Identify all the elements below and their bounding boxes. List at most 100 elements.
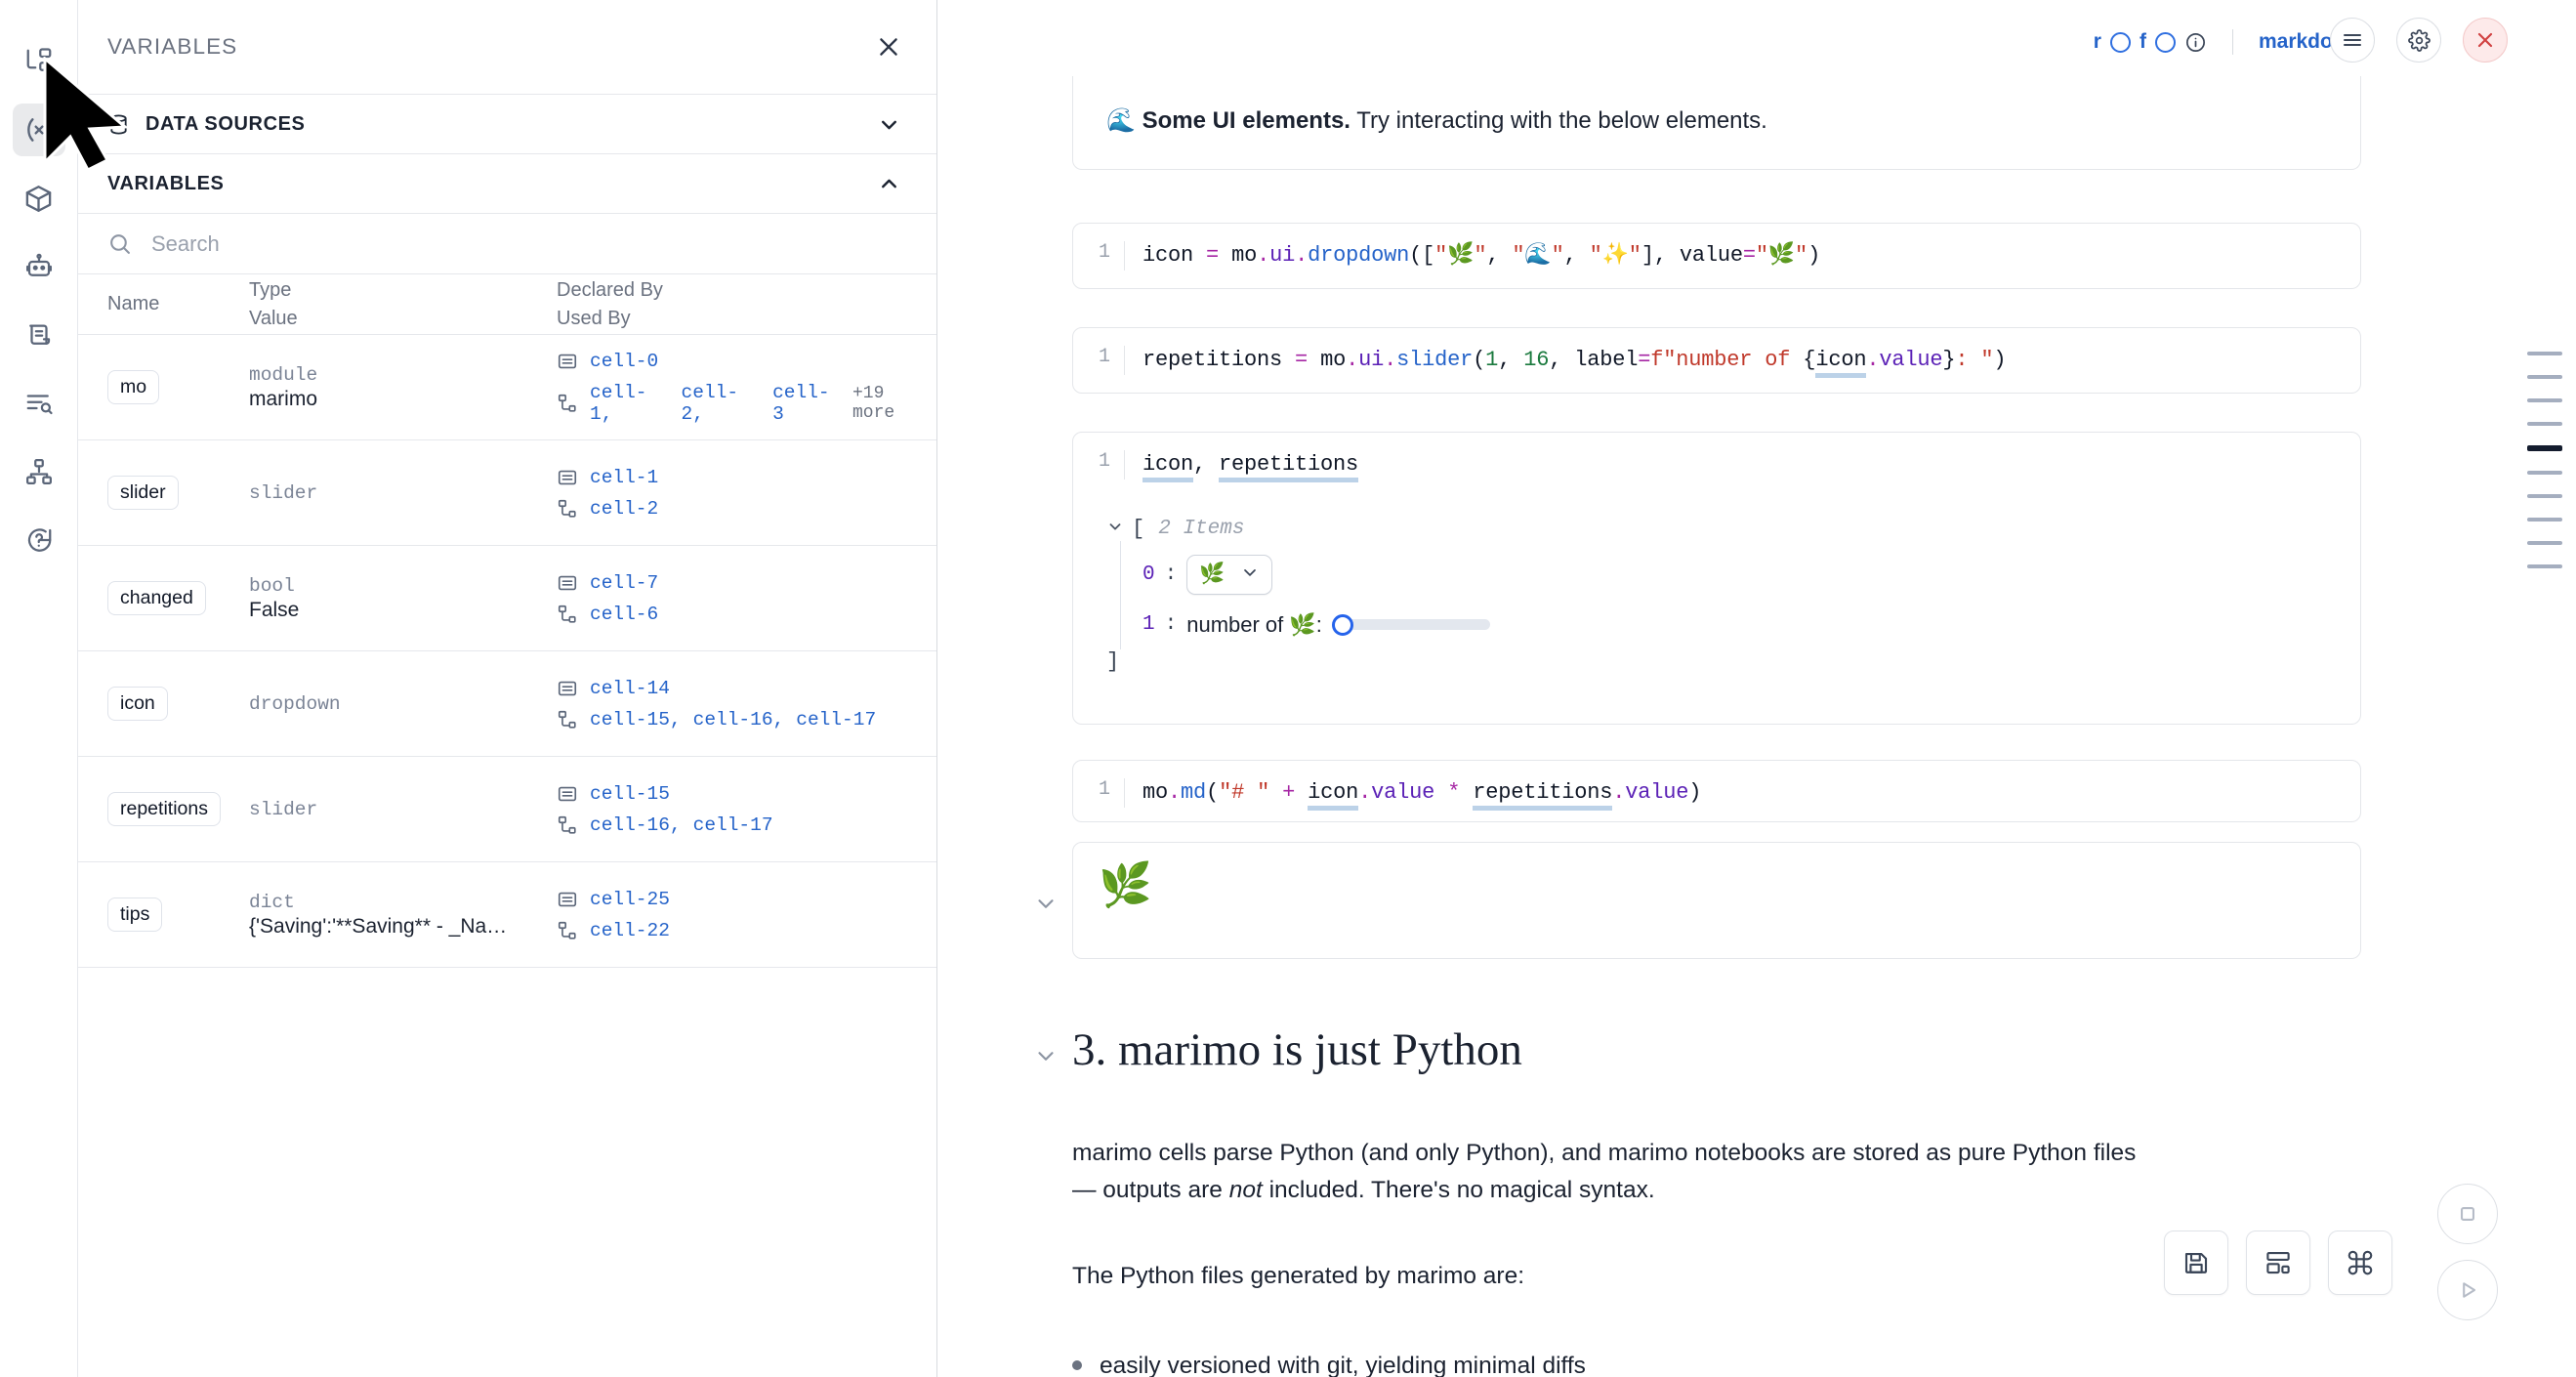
- help-icon[interactable]: [13, 514, 65, 566]
- variable-name-chip[interactable]: icon: [107, 687, 168, 721]
- variables-icon[interactable]: [12, 104, 65, 156]
- minimap-mark[interactable]: [2527, 445, 2562, 451]
- cell-link[interactable]: cell-25: [590, 888, 670, 910]
- code-cell-display[interactable]: 1 icon, repetitions [ 2 Items 0:: [1072, 432, 2361, 725]
- slider-track[interactable]: [1347, 619, 1490, 631]
- stop-button[interactable]: [2437, 1184, 2498, 1244]
- markdown-output-cell[interactable]: 🌊 Some UI elements. Try interacting with…: [1072, 76, 2361, 170]
- variable-name-chip[interactable]: slider: [107, 476, 179, 510]
- cell-close-button[interactable]: [2463, 18, 2508, 63]
- minimap-mark[interactable]: [2527, 518, 2562, 522]
- section-data-sources[interactable]: DATA SOURCES: [78, 95, 936, 154]
- list-output-header[interactable]: [ 2 Items: [1106, 517, 2360, 541]
- logs-icon[interactable]: [13, 377, 65, 430]
- documentation-icon[interactable]: [13, 309, 65, 361]
- variable-name-chip[interactable]: changed: [107, 581, 206, 615]
- declared-by-icon: [557, 678, 578, 699]
- dependency-graph-icon[interactable]: [13, 445, 65, 498]
- variable-type: dropdown: [249, 692, 341, 715]
- code-text[interactable]: mo.md("# " + icon.value * repetitions.va…: [1124, 778, 2360, 811]
- cell-link[interactable]: cell-1: [590, 466, 659, 488]
- minimap-mark[interactable]: [2527, 471, 2562, 475]
- chevron-down-icon[interactable]: [877, 112, 901, 137]
- panel-title: VARIABLES: [107, 34, 238, 59]
- robot-icon[interactable]: [13, 240, 65, 293]
- declared-by-row: cell-1: [557, 467, 936, 488]
- file-tree-icon[interactable]: [13, 35, 65, 88]
- minimap-mark[interactable]: [2527, 422, 2562, 426]
- variable-name-chip[interactable]: mo: [107, 370, 160, 404]
- cell-link[interactable]: cell-0: [590, 350, 659, 372]
- collapse-toggle-section[interactable]: [1033, 1043, 1059, 1068]
- md-output-cell[interactable]: 🌿: [1072, 842, 2361, 959]
- minimap-mark[interactable]: [2527, 398, 2562, 402]
- cell-link[interactable]: cell-16,: [692, 708, 785, 730]
- more-cells-label[interactable]: +19 more: [852, 383, 895, 423]
- minimap-mark[interactable]: [2527, 352, 2562, 355]
- cell-link[interactable]: cell-17: [796, 708, 877, 730]
- toggle-r-switch[interactable]: [2109, 31, 2131, 53]
- minimap-mark[interactable]: [2527, 375, 2562, 379]
- tree-caret-icon[interactable]: [1106, 518, 1124, 540]
- variable-name-chip[interactable]: tips: [107, 897, 163, 932]
- cell-link[interactable]: cell-2: [590, 497, 659, 520]
- minimap-mark[interactable]: [2527, 494, 2562, 498]
- table-row[interactable]: slider slider cell-1 cell-2: [78, 440, 936, 546]
- slider-widget[interactable]: [1331, 613, 1490, 636]
- layout-button[interactable]: [2246, 1231, 2310, 1295]
- run-button[interactable]: [2437, 1260, 2498, 1320]
- cell-link[interactable]: cell-3: [772, 381, 830, 425]
- collapse-toggle-md-output[interactable]: [1033, 891, 1059, 916]
- code-cell-md[interactable]: 1 mo.md("# " + icon.value * repetitions.…: [1072, 760, 2361, 822]
- cell-settings-button[interactable]: [2396, 18, 2441, 63]
- section-variables[interactable]: VARIABLES: [78, 154, 936, 214]
- close-panel-icon[interactable]: [876, 34, 901, 60]
- variable-name-chip[interactable]: repetitions: [107, 792, 221, 826]
- declared-by-row: cell-7: [557, 572, 936, 594]
- cell-link[interactable]: cell-6: [590, 603, 659, 625]
- cell-link[interactable]: cell-15,: [590, 708, 682, 730]
- cell-link[interactable]: cell-1,: [590, 381, 647, 425]
- cell-link[interactable]: cell-16,: [590, 814, 682, 836]
- slider-thumb[interactable]: [1331, 613, 1353, 636]
- search-input[interactable]: [149, 230, 907, 258]
- minimap-mark[interactable]: [2527, 541, 2562, 545]
- code-cell-slider[interactable]: 1 repetitions = mo.ui.slider(1, 16, labe…: [1072, 327, 2361, 394]
- minimap-scrollbar[interactable]: [2527, 352, 2562, 568]
- cell-link[interactable]: cell-22: [590, 919, 670, 941]
- cell-link[interactable]: cell-17: [692, 814, 773, 836]
- code-cell-dropdown[interactable]: 1 icon = mo.ui.dropdown(["🌿", "🌊", "✨"],…: [1072, 223, 2361, 289]
- code-text[interactable]: icon, repetitions: [1124, 450, 2360, 482]
- save-button[interactable]: [2164, 1231, 2228, 1295]
- package-icon[interactable]: [13, 172, 65, 225]
- line-number: 1: [1098, 778, 1110, 801]
- cell-link[interactable]: cell-2,: [681, 381, 739, 425]
- declared-by-row: cell-25: [557, 889, 936, 910]
- markdown-bold: Some UI elements.: [1142, 107, 1350, 134]
- dropdown-widget[interactable]: 🌿: [1186, 554, 1273, 595]
- code-text[interactable]: repetitions = mo.ui.slider(1, 16, label=…: [1124, 346, 2360, 378]
- col-value: Value: [249, 307, 298, 329]
- chevron-up-icon[interactable]: [877, 172, 901, 196]
- bullet-icon: [1072, 1360, 1082, 1370]
- md-output-emoji: 🌿: [1099, 861, 1152, 909]
- used-by-row: cell-2: [557, 498, 936, 520]
- variable-type: slider: [249, 481, 318, 504]
- minimap-mark[interactable]: [2527, 564, 2562, 568]
- partial-top-code-line: 1 """🌊 Some UI elements.""" Try interact…: [1072, 0, 2361, 18]
- info-icon[interactable]: [2184, 31, 2207, 54]
- command-palette-button[interactable]: [2328, 1231, 2392, 1295]
- table-row[interactable]: icon dropdown cell-14 cell-15, cell-16, cell-…: [78, 651, 936, 757]
- cell-link[interactable]: cell-15: [590, 782, 670, 805]
- cell-menu-button[interactable]: [2330, 18, 2375, 63]
- variable-type: dict: [249, 891, 295, 913]
- cell-link[interactable]: cell-7: [590, 571, 659, 594]
- code-text[interactable]: icon = mo.ui.dropdown(["🌿", "🌊", "✨"], v…: [1124, 241, 2360, 271]
- cell-link[interactable]: cell-14: [590, 677, 670, 699]
- toggle-f-switch[interactable]: [2154, 31, 2176, 53]
